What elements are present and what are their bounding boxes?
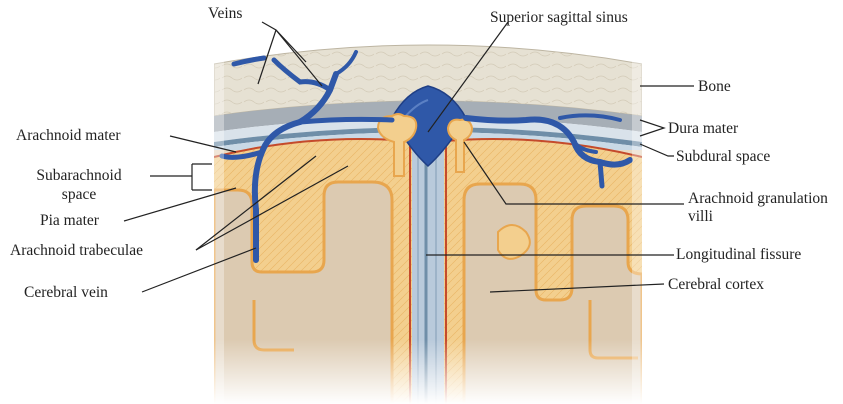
- label-longitudinal-fissure: Longitudinal fissure: [676, 246, 801, 263]
- label-arachnoid-mater: Arachnoid mater: [16, 127, 121, 144]
- label-bone: Bone: [698, 78, 731, 95]
- label-subdural-space: Subdural space: [676, 148, 770, 165]
- label-dura-mater: Dura mater: [668, 120, 738, 137]
- label-cerebral-cortex: Cerebral cortex: [668, 276, 764, 293]
- label-cerebral-vein: Cerebral vein: [24, 284, 108, 301]
- label-arachnoid-trabeculae: Arachnoid trabeculae: [10, 242, 143, 259]
- label-pia-mater: Pia mater: [40, 212, 99, 229]
- label-veins: Veins: [208, 5, 242, 22]
- label-superior-sagittal-sinus: Superior sagittal sinus: [490, 9, 628, 26]
- label-subarachnoid-space: Subarachnoid space: [24, 166, 134, 204]
- label-arachnoid-granulation-villi: Arachnoid granulation villi: [688, 190, 828, 226]
